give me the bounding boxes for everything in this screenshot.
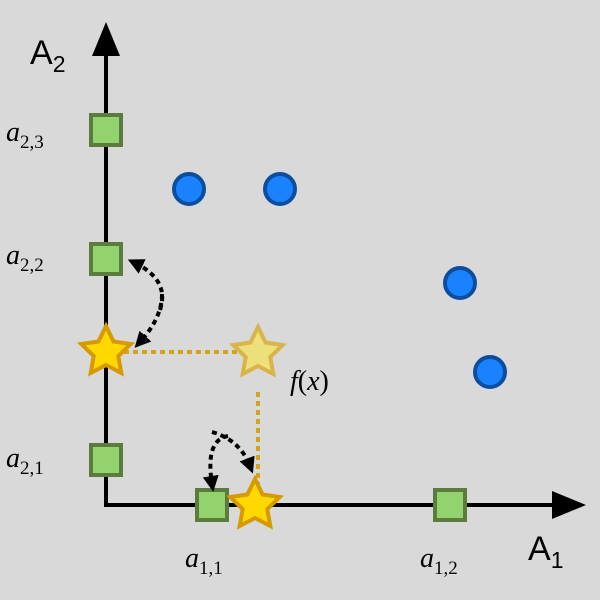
tick-label-a12: a1,2	[420, 543, 458, 579]
swap-arrows	[127, 259, 255, 492]
projected-star-a1	[226, 474, 284, 530]
tick-square-a21	[89, 443, 123, 477]
tick-square-a11	[195, 488, 229, 522]
projection-lines	[106, 350, 260, 488]
data-point	[263, 172, 297, 206]
data-point	[473, 355, 507, 389]
projected-star-a2	[77, 321, 135, 377]
curved-arrow-a1-right	[211, 430, 255, 474]
original-star-fx	[229, 322, 287, 378]
tick-square-a22	[89, 242, 123, 276]
x-axis-label: A1	[528, 530, 563, 573]
tick-square-a23	[89, 113, 123, 147]
tick-label-a21: a2,1	[6, 443, 44, 479]
curved-arrow-a2-up	[127, 259, 165, 311]
x-axis-arrowhead	[552, 491, 586, 519]
tick-label-a11: a1,1	[185, 543, 223, 579]
data-point	[172, 172, 206, 206]
tick-square-a12	[433, 488, 467, 522]
curved-arrow-a2-down	[134, 293, 164, 348]
data-points	[172, 172, 507, 389]
data-point	[443, 266, 477, 300]
tick-label-a22: a2,2	[6, 240, 44, 276]
y-axis-label: A2	[30, 34, 65, 77]
tick-label-a23: a2,3	[6, 117, 44, 153]
function-label: f(x)	[290, 366, 329, 397]
y-axis-arrowhead	[92, 22, 120, 56]
